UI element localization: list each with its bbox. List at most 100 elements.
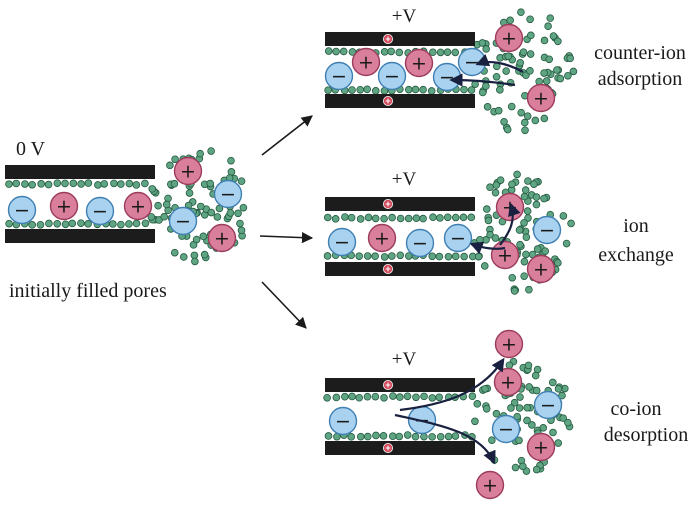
- solvent-molecule: [524, 361, 533, 370]
- solvent-molecule: [207, 208, 216, 217]
- anion-symbol: −: [334, 232, 350, 254]
- solvent-molecule: [117, 220, 125, 229]
- solvent-molecule: [332, 393, 341, 402]
- cation-symbol: +: [533, 437, 549, 459]
- solvent-molecule: [436, 214, 444, 222]
- panel-3-title-line1: co-ion: [610, 398, 662, 420]
- solvent-molecule: [44, 180, 53, 189]
- solvent-molecule: [179, 253, 188, 261]
- solvent-molecule: [371, 252, 379, 261]
- solvent-molecule: [199, 232, 208, 241]
- solvent-molecule: [395, 48, 404, 57]
- solvent-molecule: [564, 418, 572, 427]
- solvent-molecule: [483, 103, 492, 111]
- solvent-molecule: [451, 48, 460, 57]
- anion-body: [491, 414, 521, 444]
- solvent-molecule: [412, 393, 420, 402]
- solvent-molecule: [503, 125, 512, 134]
- anion: −: [532, 215, 562, 245]
- solvent-molecule: [567, 219, 575, 228]
- solvent-molecule: [84, 179, 93, 187]
- solvent-molecule: [519, 462, 527, 471]
- cation: +: [207, 223, 237, 253]
- cation: +: [495, 192, 525, 222]
- solvent-molecule: [21, 180, 29, 188]
- plus-sign-icon: [385, 98, 391, 104]
- solvent-molecule: [348, 392, 356, 401]
- anion: −: [7, 195, 37, 225]
- cation-body: [475, 470, 505, 500]
- solvent-molecule: [540, 69, 548, 77]
- solvent-molecule: [404, 85, 413, 94]
- solvent-molecule: [236, 219, 244, 228]
- solvent-molecule: [69, 179, 78, 188]
- solvent-molecule: [548, 378, 557, 387]
- plus-sign-icon: [385, 382, 391, 388]
- solvent-molecule: [510, 287, 519, 295]
- solvent-molecule: [500, 117, 508, 126]
- solvent-molecule: [554, 385, 563, 393]
- solvent-molecule: [473, 400, 482, 408]
- solvent-molecule: [526, 15, 534, 24]
- process-arrow-to-desorption: [261, 281, 307, 329]
- cation-symbol: +: [482, 475, 498, 497]
- solvent-molecule: [436, 48, 445, 57]
- solvent-molecule: [564, 71, 572, 80]
- cation-body: [351, 47, 381, 77]
- cation-flow-arrow: [394, 413, 496, 465]
- anion: −: [457, 47, 487, 77]
- solvent-molecule: [523, 207, 532, 215]
- anion: −: [85, 196, 115, 226]
- solvent-molecule: [524, 214, 532, 222]
- solvent-molecule: [147, 213, 156, 221]
- solvent-molecule: [347, 433, 356, 441]
- solvent-molecule: [451, 432, 460, 440]
- cation: +: [526, 432, 556, 462]
- solvent-molecule: [356, 215, 365, 223]
- anion-symbol: −: [498, 419, 514, 441]
- solvent-molecule: [569, 67, 578, 76]
- solvent-molecule: [523, 112, 532, 120]
- solvent-molecule: [388, 213, 396, 222]
- solvent-molecule: [553, 66, 561, 74]
- solvent-molecule: [227, 156, 235, 165]
- panel-2-voltage-label: +V: [391, 169, 417, 190]
- solvent-molecule: [523, 416, 531, 425]
- solvent-molecule: [523, 403, 531, 412]
- solvent-molecule: [160, 212, 169, 221]
- solvent-molecule: [530, 180, 538, 188]
- solvent-molecule: [323, 252, 332, 260]
- solvent-molecule: [482, 205, 491, 213]
- solvent-molecule: [520, 257, 529, 266]
- cation: +: [490, 240, 520, 270]
- solvent-molecule: [110, 179, 118, 188]
- anion: −: [213, 179, 243, 209]
- solvent-molecule: [53, 220, 62, 228]
- solvent-molecule: [532, 465, 541, 474]
- solvent-molecule: [117, 180, 125, 188]
- anion-body: [443, 223, 473, 253]
- anion: −: [405, 228, 435, 258]
- solvent-molecule: [549, 32, 558, 40]
- solvent-molecule: [185, 189, 194, 197]
- solvent-molecule: [478, 88, 487, 97]
- anion-body: [405, 228, 435, 258]
- arrow-layer: [259, 53, 524, 465]
- solvent-molecule: [323, 213, 332, 222]
- solvent-molecule: [125, 220, 133, 228]
- electrode-plate: [325, 378, 475, 392]
- solvent-molecule: [12, 179, 21, 188]
- solvent-molecule: [519, 48, 528, 56]
- anion-symbol: −: [464, 52, 480, 74]
- plus-sign-icon: [385, 266, 391, 272]
- anion-body: [377, 61, 407, 91]
- solvent-molecule: [339, 47, 348, 56]
- solvent-molecule: [427, 87, 436, 95]
- solvent-molecule: [521, 186, 530, 194]
- solvent-molecule: [540, 194, 548, 203]
- solvent-molecule: [562, 239, 571, 248]
- electrode-plate: [5, 229, 155, 243]
- solvent-molecule: [542, 77, 551, 85]
- solvent-molecule: [559, 414, 567, 422]
- solvent-molecule: [196, 202, 205, 211]
